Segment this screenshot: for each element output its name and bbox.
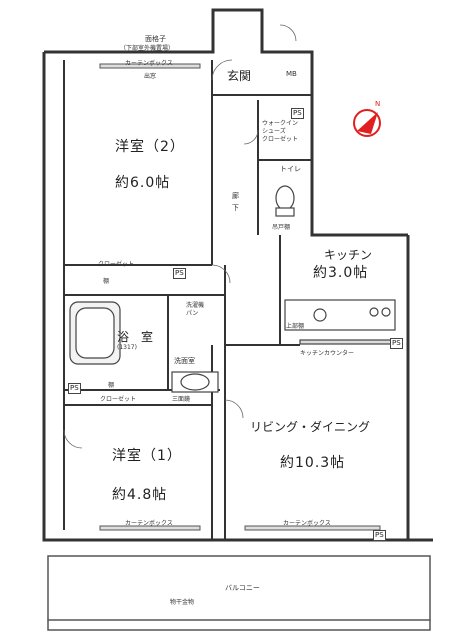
top-note-line1: 面格子 bbox=[145, 35, 166, 43]
north-label: N bbox=[375, 100, 381, 108]
top-exit-label: 出窓 bbox=[144, 73, 157, 80]
bath-label: 浴 室 bbox=[117, 330, 154, 344]
kitchen-counter-shape bbox=[284, 299, 396, 345]
balcony-label: バルコニー bbox=[225, 584, 260, 592]
western1-size: 約4.8帖 bbox=[112, 487, 168, 503]
washer-label: 洗濯機 パン bbox=[186, 302, 205, 317]
curtain-box-bottom-right: カーテンボックス bbox=[283, 520, 331, 527]
inner-walls bbox=[63, 60, 312, 540]
ps-living: PS bbox=[373, 530, 386, 541]
ps-hall: PS bbox=[173, 268, 186, 279]
western2-size: 約6.0帖 bbox=[115, 175, 171, 191]
toilet-label: トイレ bbox=[280, 165, 301, 173]
hanging-cabinet-label: 吊戸棚 bbox=[272, 224, 291, 231]
kitchen-name: キッチン bbox=[324, 248, 373, 262]
door-swings bbox=[63, 24, 297, 449]
drying-rack-label: 物干金物 bbox=[170, 599, 195, 606]
western2-name: 洋室（2） bbox=[115, 139, 185, 155]
closet-label-upper: クローゼット bbox=[98, 261, 135, 268]
upper-cabinet-label: 上部棚 bbox=[286, 323, 305, 330]
kitchen-counter-label: キッチンカウンター bbox=[300, 350, 355, 357]
walkin-label: ウォークイン シューズ クローゼット bbox=[262, 120, 299, 143]
washbasin bbox=[171, 371, 219, 393]
living-size: 約10.3帖 bbox=[280, 455, 346, 471]
curtain-boxes bbox=[99, 63, 381, 531]
north-compass bbox=[353, 109, 381, 137]
balcony-outline bbox=[47, 555, 431, 631]
hallway-label: 廊 下 bbox=[232, 192, 239, 212]
bathtub bbox=[69, 301, 121, 365]
washroom-label: 洗面室 bbox=[174, 357, 195, 365]
curtain-box-bottom-left: カーテンボックス bbox=[125, 520, 173, 527]
entrance-label: 玄関 bbox=[227, 69, 252, 83]
three-sided-mirror-label: 三面鏡 bbox=[172, 396, 191, 403]
ps-western1: PS bbox=[68, 383, 81, 394]
shelf-label-upper: 棚 bbox=[103, 278, 110, 285]
ps-walkin: PS bbox=[291, 108, 304, 119]
shelf-label-lower: 棚 bbox=[108, 382, 115, 389]
outer-walls bbox=[42, 8, 433, 542]
toilet bbox=[275, 185, 295, 217]
living-name: リビング・ダイニング bbox=[250, 420, 371, 434]
western1-name: 洋室（1） bbox=[112, 448, 182, 464]
closet-label-lower: クローゼット bbox=[100, 396, 137, 403]
kitchen-size: 約3.0帖 bbox=[313, 265, 369, 281]
ps-kitchen: PS bbox=[390, 338, 403, 349]
mb-label: MB bbox=[286, 70, 297, 78]
top-note-line2: （下部室外機置場） bbox=[120, 45, 175, 52]
bath-size: (1317) bbox=[117, 344, 137, 351]
curtain-box-top: カーテンボックス bbox=[125, 60, 173, 67]
